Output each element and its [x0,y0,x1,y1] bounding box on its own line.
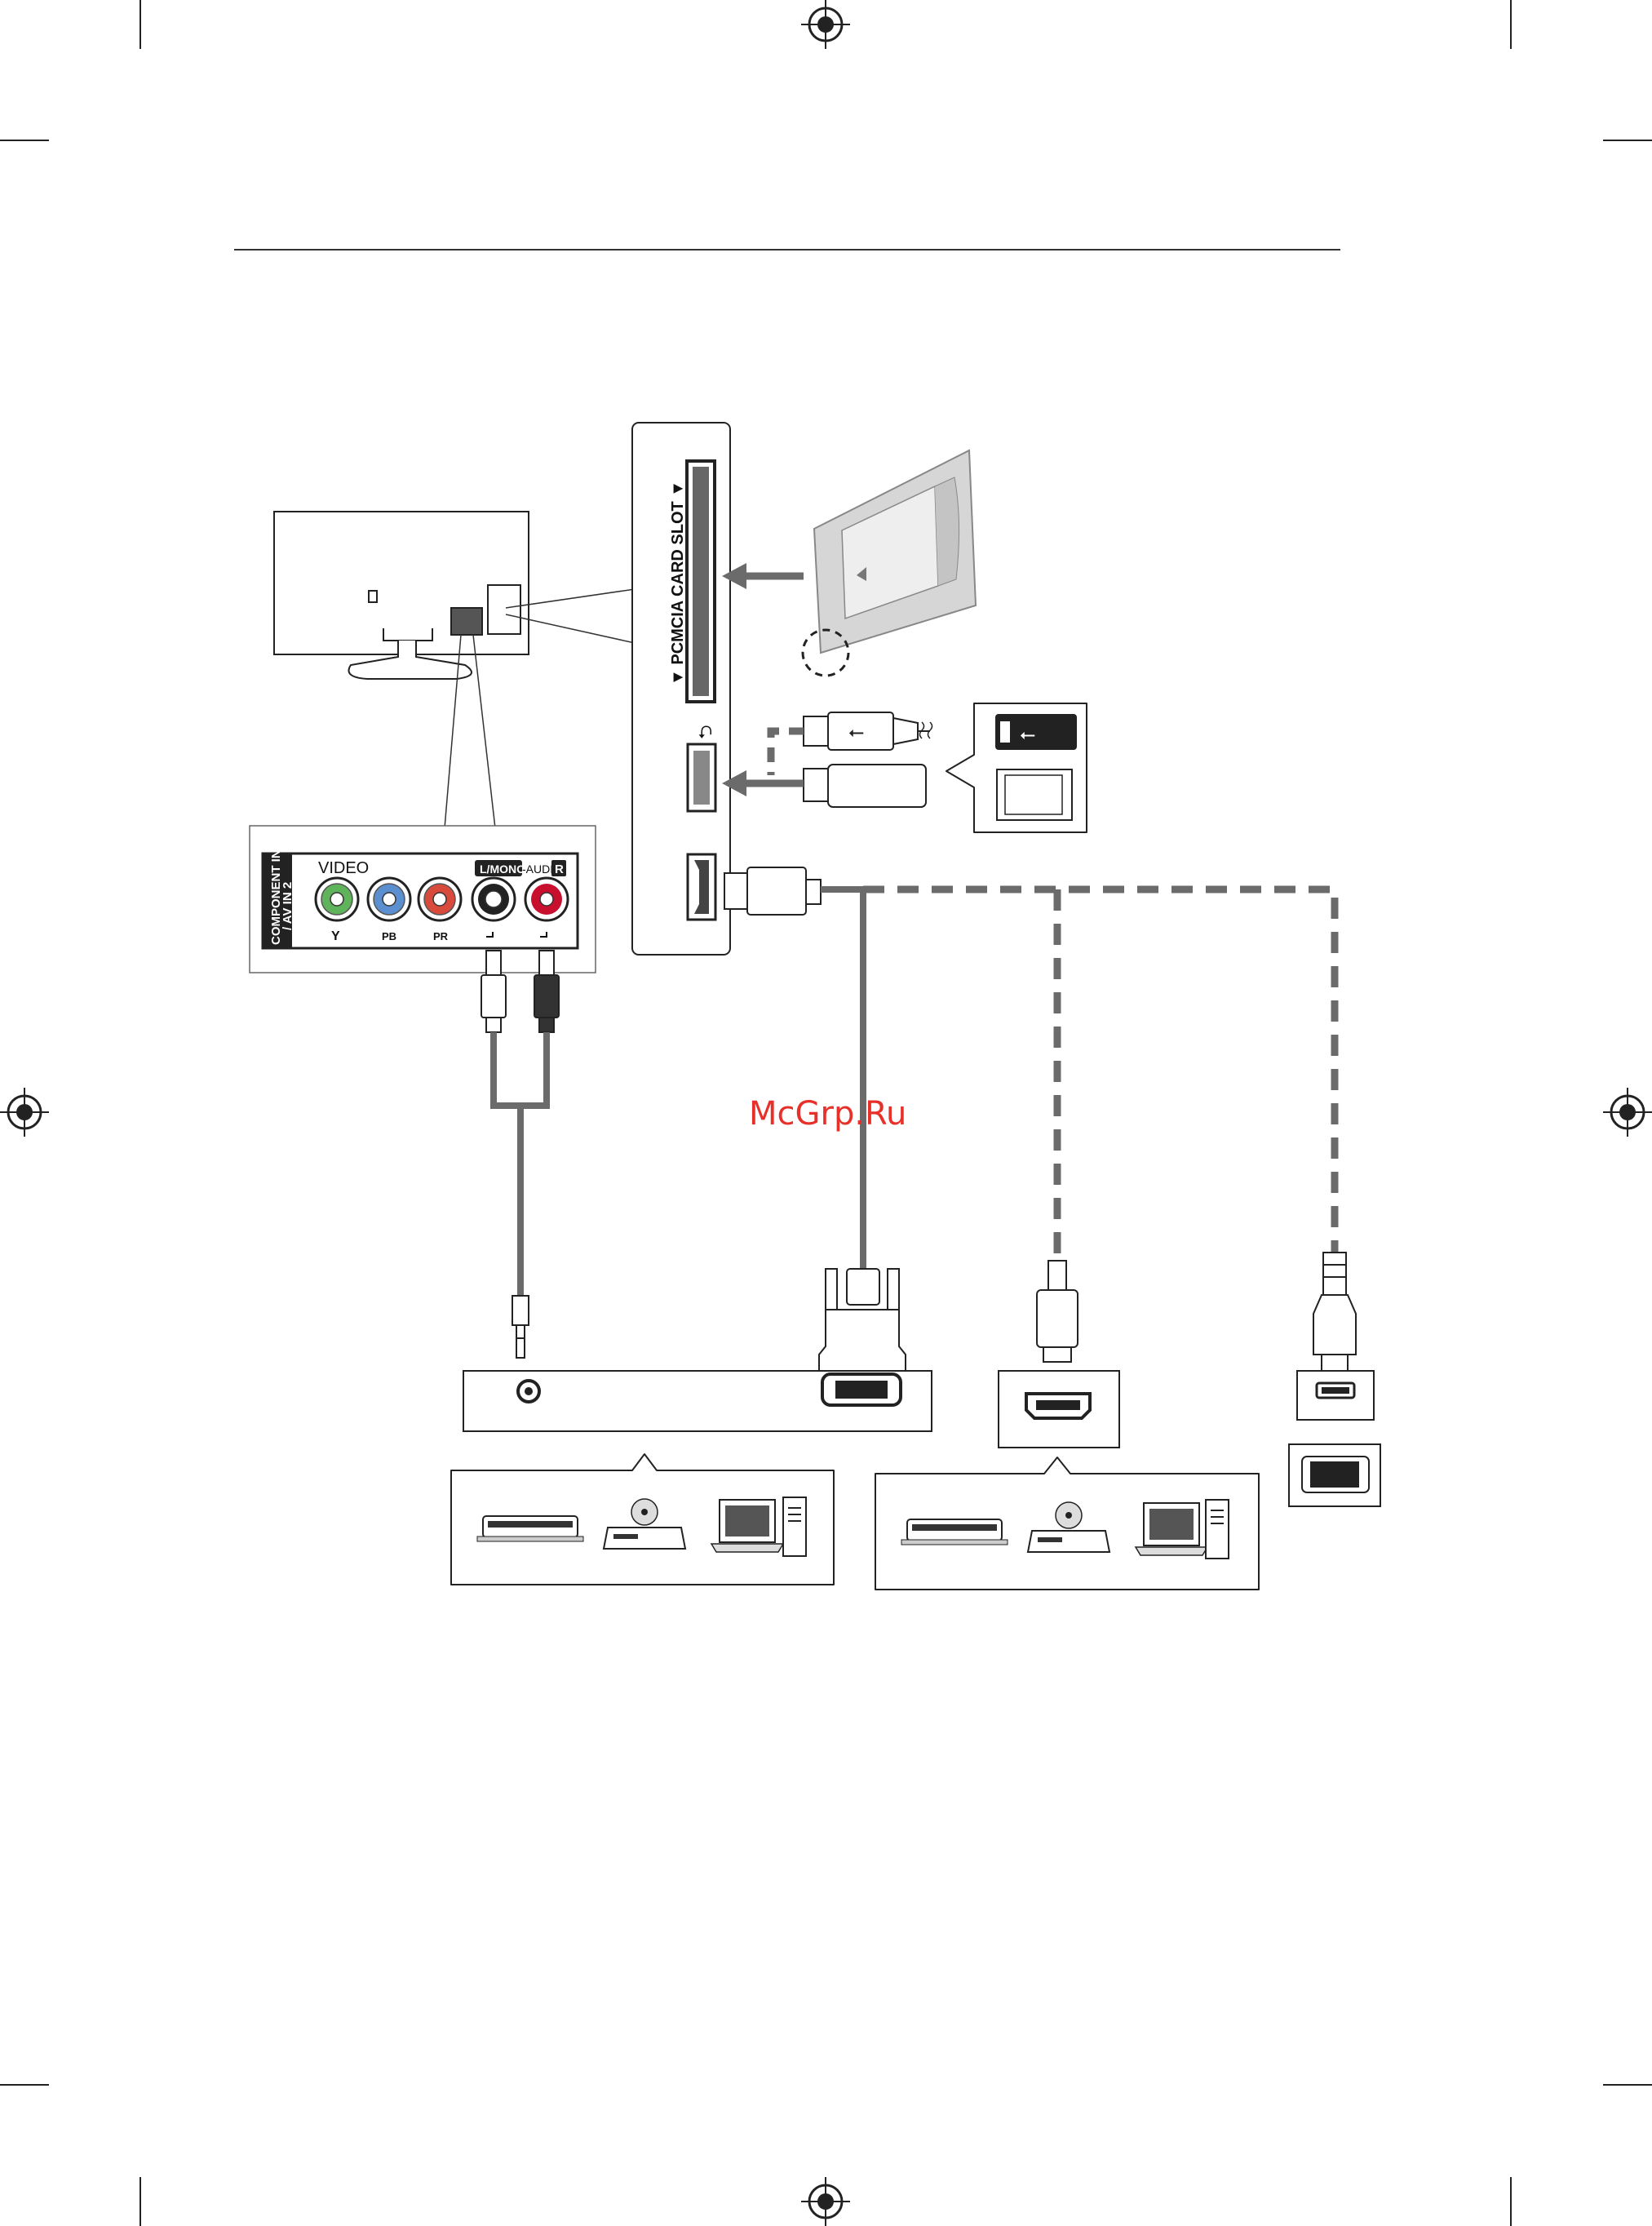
tv-back-view [274,512,529,679]
hdmi-plug-device [1037,1261,1078,1362]
registration-mark-top [801,0,850,49]
laptop-icon [711,1500,783,1552]
usb-callout-bubble: ⭠ [946,703,1087,832]
tv-side-port-area [488,585,520,634]
mhl-plug [1313,1253,1356,1374]
dvd-player-icon [477,1516,583,1541]
audio-cable [494,1032,547,1297]
usb-symbol-icon: ⭠ [1020,724,1035,746]
audio-label-left: L/MONO [480,862,525,876]
usb-card-reader-icon [997,769,1072,820]
usb-insert-arrow [722,770,804,796]
side-panel: ▼ PCMCIA CARD SLOT ▼ ⮌ [632,423,730,955]
pcmcia-slot-label: ▼ PCMCIA CARD SLOT ▼ [669,481,687,685]
desktop-pc-icon-2 [1206,1500,1229,1559]
usb-dashed-link [771,731,804,775]
dvd-player-icon-2 [901,1519,1008,1545]
smartphone-box [1289,1444,1380,1506]
audio-dvi-source-device [463,1371,932,1431]
jack-pr[interactable] [419,878,461,920]
ci-insert-arrow [722,563,804,589]
hdmi-plug-panel [724,867,821,915]
dvi-plug [819,1269,906,1372]
minijack-plug [512,1296,529,1358]
usb-cable-icon: ⭠ [848,721,864,743]
hdmi-source-device [999,1371,1119,1448]
jack-label-pb: PB [382,930,396,942]
usb-flash-drive [804,765,926,807]
jack-audio-right[interactable] [525,878,568,920]
jack-pb[interactable] [368,878,410,920]
hdmi-cable-solid [821,889,863,1273]
video-label: VIDEO [318,859,369,877]
registration-mark-left [0,1088,49,1137]
jack-audio-left[interactable] [472,878,515,920]
av-side-label-2: / AV IN 2 [281,882,295,930]
ci-card [803,450,976,676]
usb-port-symbol: ⮌ [695,725,715,739]
mhl-device-port [1297,1371,1374,1420]
usb-cable-connector: ⭠ [804,712,932,750]
jack-label-y: Y [331,929,340,943]
tv-port-area [451,608,482,635]
hdmi-cable-dashed [863,889,1335,1261]
laptop-icon-2 [1136,1503,1207,1555]
registration-mark-bottom [801,2177,850,2226]
device-bubble-right [875,1457,1259,1590]
desktop-pc-icon [783,1497,806,1556]
jack-label-pr: PR [433,930,449,942]
audio-label-right: R [555,862,564,876]
device-bubble-left [451,1454,834,1585]
registration-mark-right [1603,1088,1652,1137]
jack-y[interactable] [316,878,358,920]
watermark: McGrp.Ru [749,1095,906,1133]
